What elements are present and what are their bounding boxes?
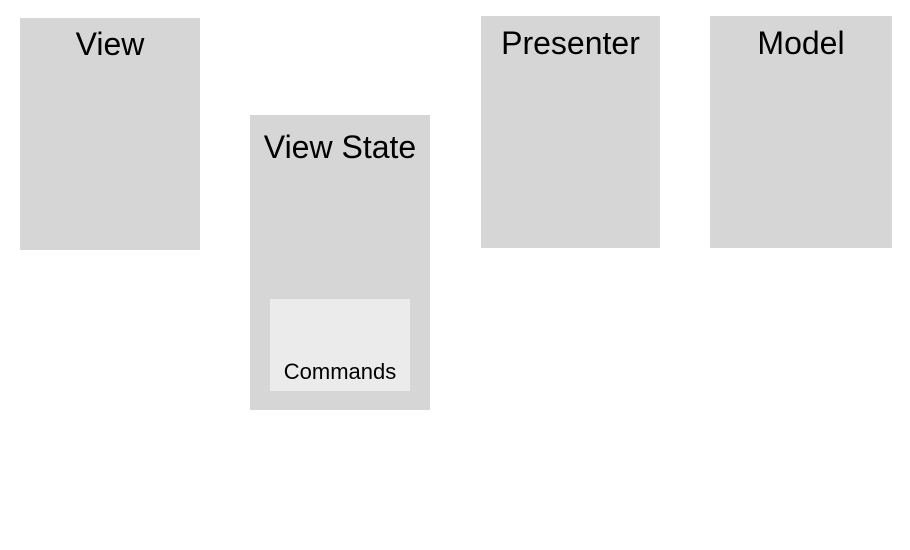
node-view-state[interactable]: View State Commands [250, 115, 430, 410]
node-presenter[interactable]: Presenter [481, 16, 660, 248]
node-view[interactable]: View [20, 18, 200, 250]
node-presenter-label: Presenter [501, 25, 640, 61]
node-model-label: Model [757, 25, 845, 61]
node-model[interactable]: Model [710, 16, 892, 248]
node-commands-label: Commands [283, 359, 397, 384]
node-commands[interactable]: Commands [270, 299, 410, 391]
node-view-label: View [75, 26, 145, 62]
node-view-state-label: View State [263, 129, 417, 165]
